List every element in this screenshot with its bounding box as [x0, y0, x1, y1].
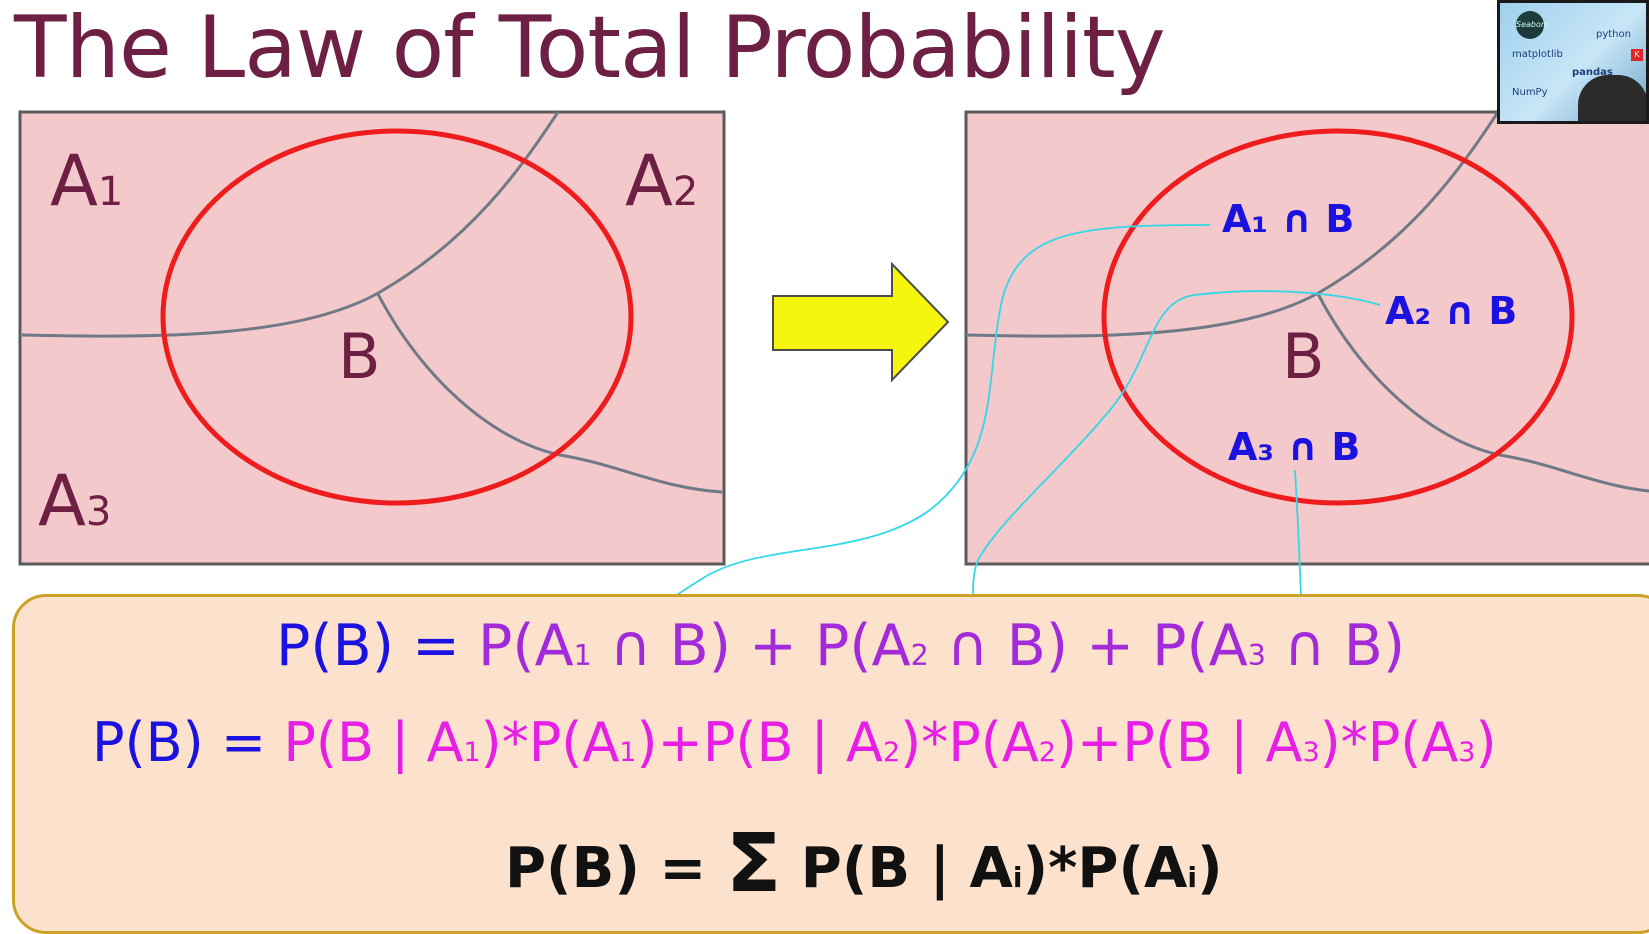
- eq2-term-1: P(B | A1)*P(A1)+: [283, 711, 703, 774]
- connector-a1-b: [648, 224, 1211, 622]
- eq1-plus-2: +: [1068, 613, 1153, 679]
- eq1-term-2: P(A2 ∩ B): [815, 613, 1069, 679]
- eq2-term-3: P(B | A3)*P(A3): [1122, 711, 1497, 774]
- sigma-symbol: Σ: [725, 817, 782, 911]
- eq1-lhs: P(B) =: [276, 613, 478, 679]
- transform-arrow: [772, 261, 950, 383]
- left-region-a3-label: A3: [38, 460, 111, 542]
- left-event-b-ellipse: [160, 128, 634, 506]
- label-a2-intersect-b: A₂ ∩ B: [1385, 289, 1517, 333]
- left-region-a2-label: A2: [625, 140, 698, 222]
- right-event-b-ellipse: [1101, 128, 1575, 506]
- right-venn-panel: B A₁ ∩ B A₂ ∩ B A₃ ∩ B: [964, 110, 1649, 566]
- eq2-lhs: P(B) =: [92, 711, 284, 774]
- label-a3-intersect-b: A₃ ∩ B: [1228, 425, 1360, 469]
- eq1-term-3: P(A3 ∩ B): [1152, 613, 1406, 679]
- left-partition-curve-1: [21, 111, 560, 338]
- seaborn-logo-icon: Seaborn: [1516, 11, 1549, 39]
- eq1-term-1: P(A1 ∩ B): [477, 613, 732, 679]
- right-event-b-label: B: [1282, 320, 1325, 393]
- eq3-lhs: P(B) =: [505, 836, 726, 901]
- pandas-logo-label: pandas: [1572, 67, 1613, 78]
- left-venn-panel: A1 A2 A3 B: [18, 110, 726, 566]
- right-sample-space: [964, 110, 1649, 566]
- k-badge-icon: K: [1631, 49, 1643, 61]
- equation-conditional-expansion: P(B) = P(B | A1)*P(A1)+P(B | A2)*P(A2)+P…: [92, 711, 1497, 785]
- numpy-logo-label: NumPy: [1512, 87, 1548, 98]
- equation-sum-of-intersections: P(B) = P(A1 ∩ B) + P(A2 ∩ B) + P(A3 ∩ B): [276, 614, 1405, 688]
- left-event-b-label: B: [338, 320, 381, 393]
- eq2-term-2: P(B | A2)*P(A2)+: [702, 711, 1123, 774]
- left-sample-space: [18, 110, 726, 566]
- right-partition-curve-1: [965, 111, 1500, 338]
- presenter-silhouette: [1578, 75, 1646, 121]
- label-a1-intersect-b: A₁ ∩ B: [1222, 197, 1354, 241]
- eq3-body: P(B | A: [781, 836, 1013, 901]
- python-logo-label: python: [1596, 29, 1631, 40]
- connector-a2-b: [973, 290, 1381, 622]
- formula-panel: [12, 594, 1649, 934]
- slide-title: The Law of Total Probability: [14, 0, 1166, 98]
- eq1-plus-1: +: [731, 613, 816, 679]
- right-partition-curve-2: [1316, 293, 1649, 493]
- webcam-overlay: Seaborn python matplotlib K pandas NumPy: [1497, 0, 1649, 124]
- equation-summation-form: P(B) = Σ P(B | Ai)*P(Ai): [505, 817, 1223, 911]
- matplotlib-logo-label: matplotlib: [1512, 49, 1563, 60]
- left-region-a1-label: A1: [50, 140, 123, 222]
